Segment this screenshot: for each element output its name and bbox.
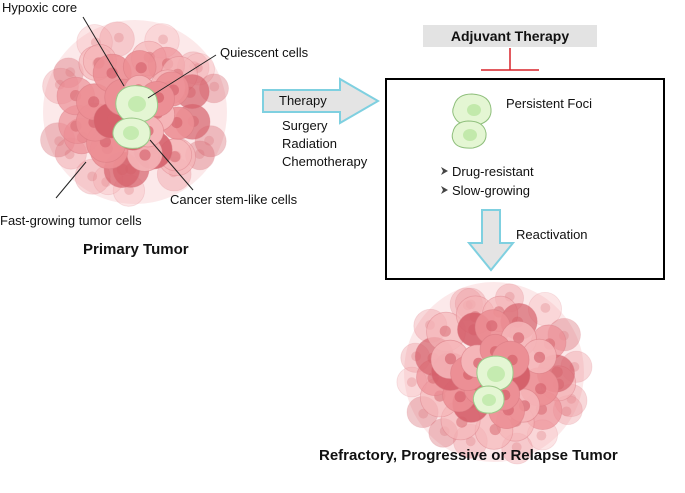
tumor-cell-nucleus <box>418 408 429 419</box>
label-pointers <box>55 16 217 199</box>
primary-tumor-illustration <box>40 20 229 207</box>
tumor-cell-nucleus <box>439 325 451 337</box>
tumor-cell-nucleus <box>513 332 525 344</box>
tumor-cell-nucleus <box>540 303 551 313</box>
tumor-cell-nucleus <box>561 406 572 417</box>
bullet-slow-growing: Slow-growing <box>452 183 531 198</box>
tumor-cell-nucleus <box>511 442 522 453</box>
tumor-cell-nucleus <box>114 32 124 43</box>
fast-growing-label: Fast-growing tumor cells <box>0 213 142 228</box>
reactivation-label: Reactivation <box>516 227 588 242</box>
therapy-item-surgery: Surgery <box>282 118 328 133</box>
tumor-cell-nucleus <box>486 320 498 332</box>
tumor-cell-nucleus <box>454 391 466 403</box>
relapse-tumor-title: Refractory, Progressive or Relapse Tumor <box>319 447 618 464</box>
bullet-drug-resistant: Drug-resistant <box>452 164 534 179</box>
tumor-cell-nucleus <box>116 163 128 176</box>
therapy-item-radiation: Radiation <box>282 136 337 151</box>
tumor-cells <box>396 283 593 465</box>
primary-tumor-title: Primary Tumor <box>83 241 189 258</box>
tumor-cell-nucleus <box>209 81 220 92</box>
arrowhead-bullet-icon <box>441 167 448 194</box>
tumor-cell-nucleus <box>194 149 205 160</box>
tumor-cell-nucleus <box>88 96 100 108</box>
tumor-cell-nucleus <box>158 34 169 45</box>
tumor-cell-nucleus <box>139 149 151 161</box>
persistent-foci-box <box>385 78 665 280</box>
tumor-cell-nucleus <box>536 430 547 441</box>
therapy-item-chemotherapy: Chemotherapy <box>282 154 368 169</box>
tumor-cell-nucleus <box>87 171 98 182</box>
reactivation-arrow <box>466 209 516 272</box>
tumor-cell-nucleus <box>535 383 547 395</box>
therapy-arrow <box>262 77 380 125</box>
tumor-cell-nucleus <box>135 62 147 74</box>
tumor-cell-nucleus <box>204 135 215 146</box>
adjuvant-therapy-label: Adjuvant Therapy <box>450 28 570 44</box>
inhibition-bar-icon <box>481 48 539 71</box>
persistent-foci-title: Persistent Foci <box>506 96 592 111</box>
persistent-foci-cells <box>451 93 492 149</box>
tumor-cell-nucleus <box>65 67 76 77</box>
tumor-cell-nucleus <box>107 113 118 125</box>
tumor-cell-nucleus <box>533 351 546 363</box>
therapy-label: Therapy <box>279 93 327 108</box>
tumor-cell-nucleus <box>64 149 75 160</box>
tumor-cell-nucleus <box>124 185 134 195</box>
relapse-tumor-illustration <box>396 282 593 465</box>
tumor-cells <box>40 21 229 207</box>
tumor-cell-nucleus <box>406 377 417 388</box>
quiescent-cells-label: Quiescent cells <box>220 45 309 60</box>
adjuvant-therapy-box: Adjuvant Therapy <box>423 25 597 47</box>
tumor-cell-nucleus <box>444 353 457 365</box>
cancer-stem-like-label: Cancer stem-like cells <box>170 192 298 207</box>
tumor-cell-nucleus <box>54 136 65 147</box>
hypoxic-core-label: Hypoxic core <box>2 0 78 15</box>
tumor-cell-nucleus <box>465 436 476 447</box>
